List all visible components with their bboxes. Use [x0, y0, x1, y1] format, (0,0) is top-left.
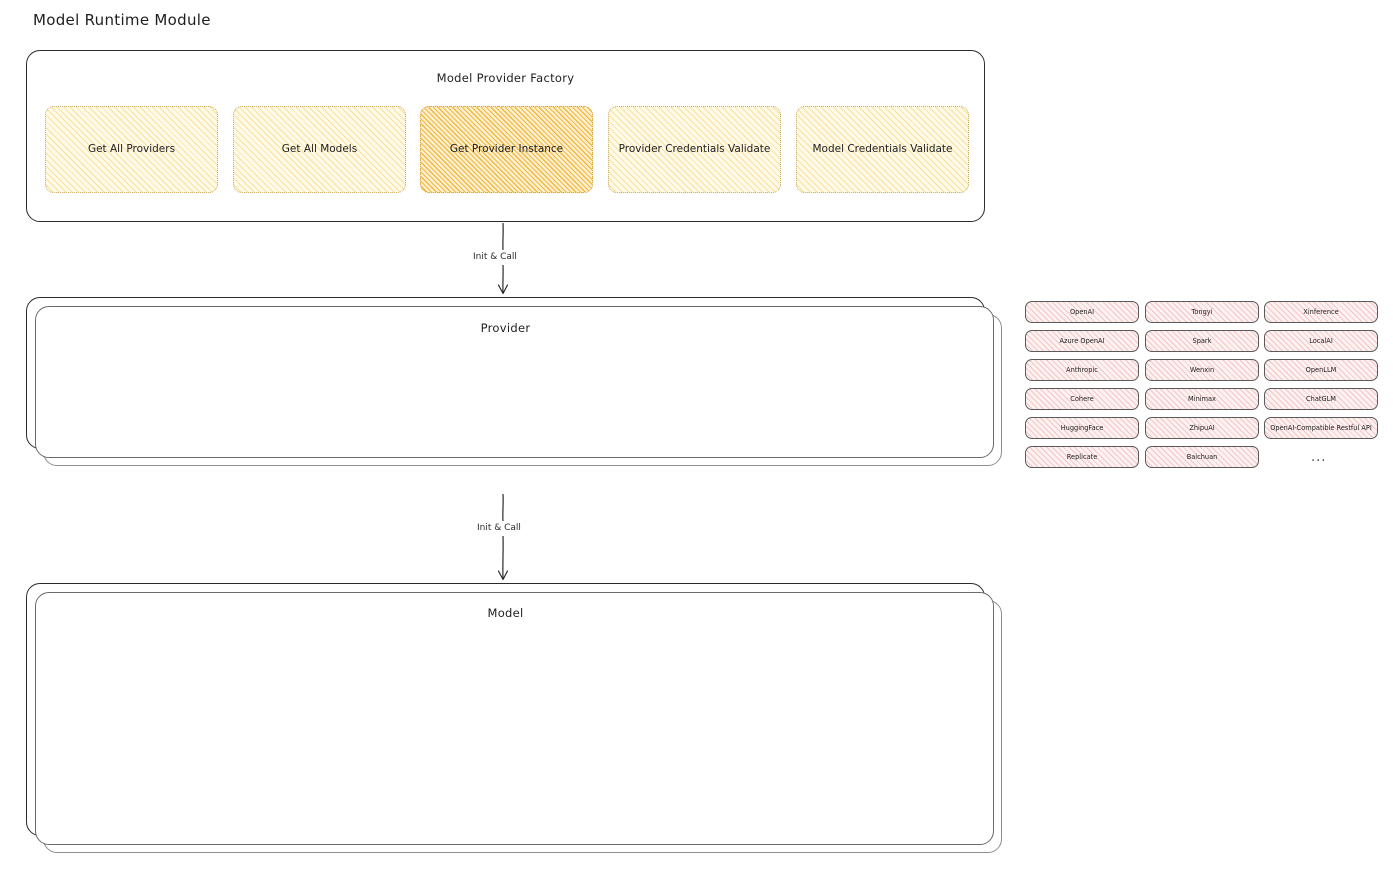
provider-chip-anthropic[interactable]: Anthropic — [1025, 359, 1139, 381]
provider-chip-huggingface[interactable]: HuggingFace — [1025, 417, 1139, 439]
factory-title: Model Provider Factory — [436, 71, 575, 85]
provider-chip-azure-openai[interactable]: Azure OpenAI — [1025, 330, 1139, 352]
arrowhead-1 — [497, 284, 509, 295]
provider-chip-label: Anthropic — [1066, 365, 1098, 374]
provider-chip-zhipuai[interactable]: ZhipuAI — [1145, 417, 1259, 439]
provider-chip-chatglm[interactable]: ChatGLM — [1264, 388, 1378, 410]
model-title: Model — [487, 606, 524, 620]
provider-chip-label: Baichuan — [1186, 452, 1218, 461]
provider-chip-openai[interactable]: OpenAI — [1025, 301, 1139, 323]
factory-item-get-all-models[interactable]: Get All Models — [233, 106, 406, 193]
factory-item-provider-credentials-validate[interactable]: Provider Credentials Validate — [608, 106, 781, 193]
provider-chip-xinference[interactable]: Xinference — [1264, 301, 1378, 323]
provider-chip-openllm[interactable]: OpenLLM — [1264, 359, 1378, 381]
provider-chip-label: Xinference — [1303, 307, 1339, 316]
provider-chip-label: OpenLLM — [1305, 365, 1337, 374]
provider-chip-baichuan[interactable]: Baichuan — [1145, 446, 1259, 468]
provider-chip-label: ChatGLM — [1306, 394, 1336, 403]
provider-chip-tongyi[interactable]: Tongyi — [1145, 301, 1259, 323]
factory-item-label: Provider Credentials Validate — [618, 143, 771, 156]
factory-item-label: Get All Providers — [87, 143, 176, 156]
model-panel: Model — [26, 583, 1002, 853]
factory-item-label: Get All Models — [281, 143, 358, 156]
provider-panel: Provider — [26, 297, 1002, 466]
provider-chip-label: Wenxin — [1189, 365, 1215, 374]
factory-item-model-credentials-validate[interactable]: Model Credentials Validate — [796, 106, 969, 193]
factory-item-get-provider-instance[interactable]: Get Provider Instance — [420, 106, 593, 193]
provider-chip-label: Tongyi — [1191, 307, 1213, 316]
provider-chip-label: LocalAI — [1309, 336, 1333, 345]
provider-chip-label: Cohere — [1070, 394, 1094, 403]
provider-chip-label: ZhipuAI — [1189, 423, 1215, 432]
provider-chip-cohere[interactable]: Cohere — [1025, 388, 1139, 410]
provider-chip-label: OpenAI — [1069, 307, 1095, 316]
provider-chip-label: Azure OpenAI — [1059, 336, 1105, 345]
factory-item-label: Model Credentials Validate — [812, 143, 953, 156]
arrow-label-init-call-2: Init & Call — [477, 523, 521, 533]
provider-chip-spark[interactable]: Spark — [1145, 330, 1259, 352]
page-title: Model Runtime Module — [33, 11, 211, 29]
factory-item-get-all-providers[interactable]: Get All Providers — [45, 106, 218, 193]
provider-chip-label: Minimax — [1188, 394, 1216, 403]
arrowhead-2 — [497, 570, 509, 581]
arrow-label-init-call-1: Init & Call — [473, 252, 517, 262]
provider-chip-label: Replicate — [1066, 452, 1098, 461]
provider-chip-replicate[interactable]: Replicate — [1025, 446, 1139, 468]
provider-list-more: ... — [1311, 450, 1327, 465]
provider-chip-label: HuggingFace — [1060, 423, 1104, 432]
provider-chip-label: OpenAI-Compatible Restful API — [1270, 423, 1372, 432]
provider-chip-wenxin[interactable]: Wenxin — [1145, 359, 1259, 381]
provider-title: Provider — [480, 321, 531, 335]
provider-chip-openai-compatible-restful-api[interactable]: OpenAI-Compatible Restful API — [1264, 417, 1378, 439]
provider-chip-label: Spark — [1192, 336, 1212, 345]
provider-chip-localai[interactable]: LocalAI — [1264, 330, 1378, 352]
provider-chip-minimax[interactable]: Minimax — [1145, 388, 1259, 410]
factory-item-label: Get Provider Instance — [449, 143, 564, 156]
